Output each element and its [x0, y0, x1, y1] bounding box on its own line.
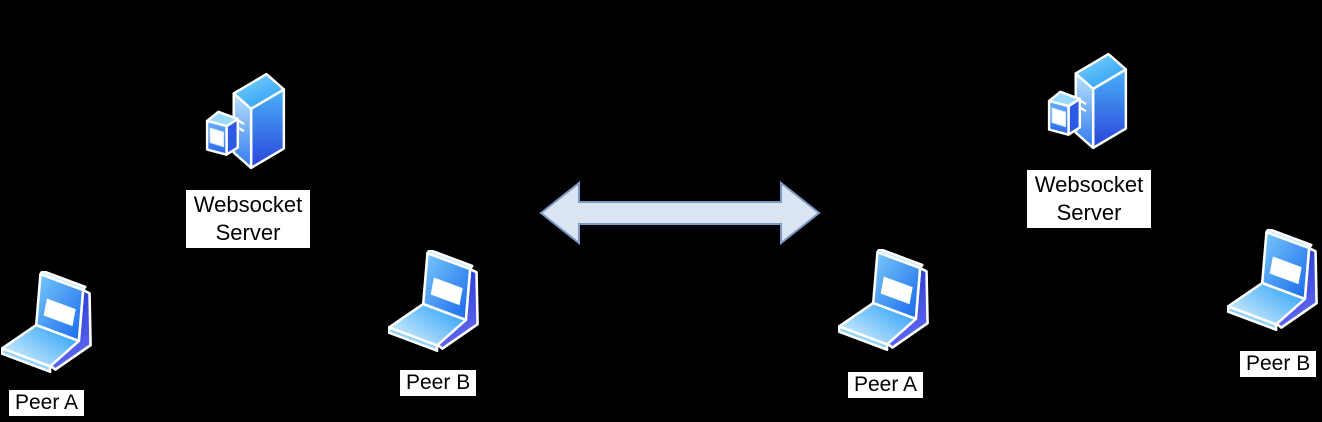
bidirectional-arrow: [539, 180, 821, 246]
peer-a-label: Peer A: [9, 390, 85, 416]
server-label: Websocket Server: [1027, 170, 1151, 228]
peer-b-label: Peer B: [400, 370, 477, 396]
peer-b-label: Peer B: [1240, 351, 1317, 377]
server-icon: [1045, 49, 1131, 153]
peer-a-label: Peer A: [848, 372, 924, 398]
laptop-icon: [1227, 229, 1322, 335]
laptop-icon: [838, 249, 934, 355]
server-label: Websocket Server: [186, 190, 310, 248]
